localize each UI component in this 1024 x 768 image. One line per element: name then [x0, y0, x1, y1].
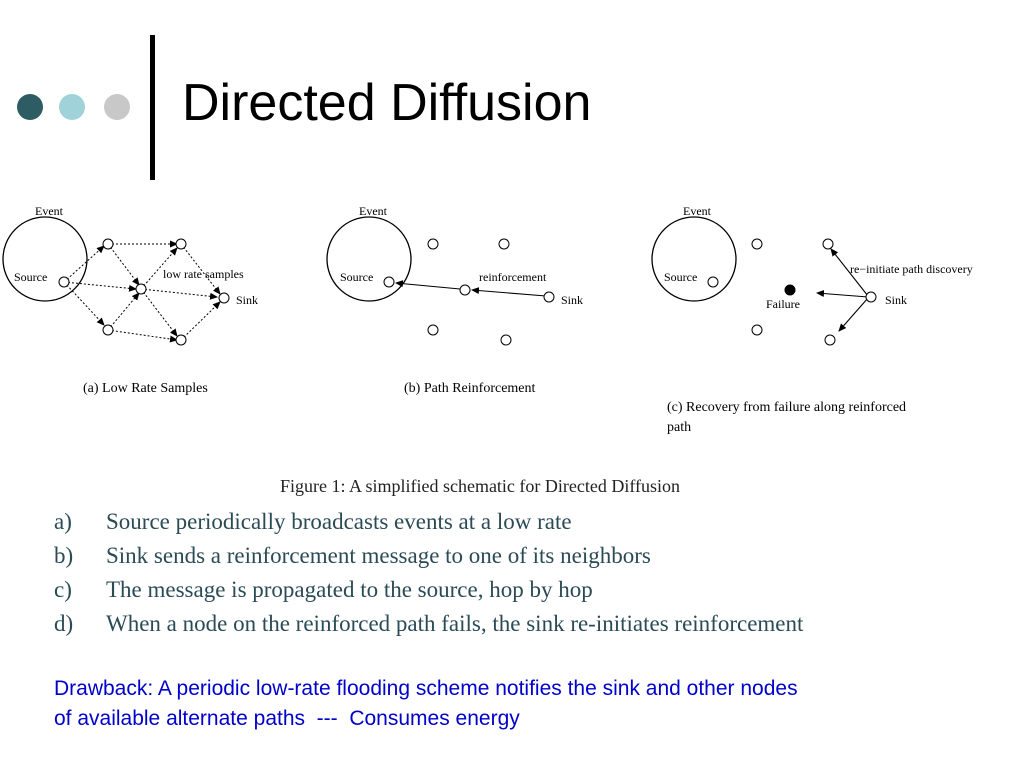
panel-b-event-label: Event: [359, 204, 388, 218]
list-item-text: When a node on the reinforced path fails…: [106, 611, 804, 636]
panel-b-source-label: Source: [340, 270, 373, 284]
list-item-text: The message is propagated to the source,…: [106, 577, 593, 602]
failed-node: [784, 284, 796, 296]
panel-a-caption: (a) Low Rate Samples: [83, 381, 208, 396]
list-item: c) The message is propagated to the sourc…: [54, 573, 803, 607]
panel-a-annotation: low rate samples: [163, 267, 244, 281]
drawback-line-1: Drawback: A periodic low-rate flooding s…: [54, 677, 798, 700]
panel-b-caption: (b) Path Reinforcement: [404, 381, 536, 396]
dot-light-teal: [59, 94, 85, 120]
panel-c-source-label: Source: [664, 270, 697, 284]
panel-c-failure-label: Failure: [766, 297, 800, 311]
panel-b: Event Source reinforcement Sink (b) Path…: [326, 204, 583, 396]
panel-c-annotation: re−initiate path discovery: [850, 262, 973, 276]
drawback-note: Drawback: A periodic low-rate flooding s…: [54, 674, 994, 734]
steps-list: a) Source periodically broadcasts events …: [54, 505, 803, 641]
drawback-line-2: of available alternate paths --- Consume…: [54, 707, 520, 730]
slide-title: Directed Diffusion: [182, 74, 592, 132]
panel-c: Event Source Failure re−initiate path di…: [651, 204, 973, 435]
panel-b-annotation: reinforcement: [479, 270, 547, 284]
decorative-dots: [0, 0, 160, 190]
list-item: b) Sink sends a reinforcement message to …: [54, 539, 803, 573]
panel-a-event-region: [2, 216, 88, 302]
panel-c-event-region: [651, 216, 737, 302]
panel-c-sink-label: Sink: [885, 293, 907, 307]
list-item-label: d): [54, 611, 74, 636]
figure-caption: Figure 1: A simplified schematic for Dir…: [279, 476, 681, 496]
dot-gray: [104, 94, 130, 120]
list-item: d) When a node on the reinforced path fai…: [54, 607, 803, 641]
panel-b-event-region: [326, 216, 412, 302]
list-item-label: c): [54, 577, 72, 602]
panel-a-source-label: Source: [14, 270, 47, 284]
list-item-label: b): [54, 543, 74, 568]
panel-a-sink-label: Sink: [236, 293, 258, 307]
list-item-label: a): [54, 509, 72, 534]
list-item-text: Source periodically broadcasts events at…: [106, 509, 572, 534]
panel-c-event-label: Event: [683, 204, 712, 218]
dot-dark-teal: [17, 94, 43, 120]
panel-a: Event Source low rate samples: [2, 204, 258, 396]
panel-c-caption-line1: (c) Recovery from failure along reinforc…: [667, 400, 906, 415]
panel-a-event-label: Event: [35, 204, 64, 218]
panel-c-caption-line2: path: [667, 420, 691, 435]
panel-b-sink-label: Sink: [561, 293, 583, 307]
list-item: a) Source periodically broadcasts events …: [54, 505, 803, 539]
title-divider: [150, 35, 155, 180]
diffusion-schematic: Event Source low rate samples: [2, 204, 973, 435]
list-item-text: Sink sends a reinforcement message to on…: [106, 543, 651, 568]
